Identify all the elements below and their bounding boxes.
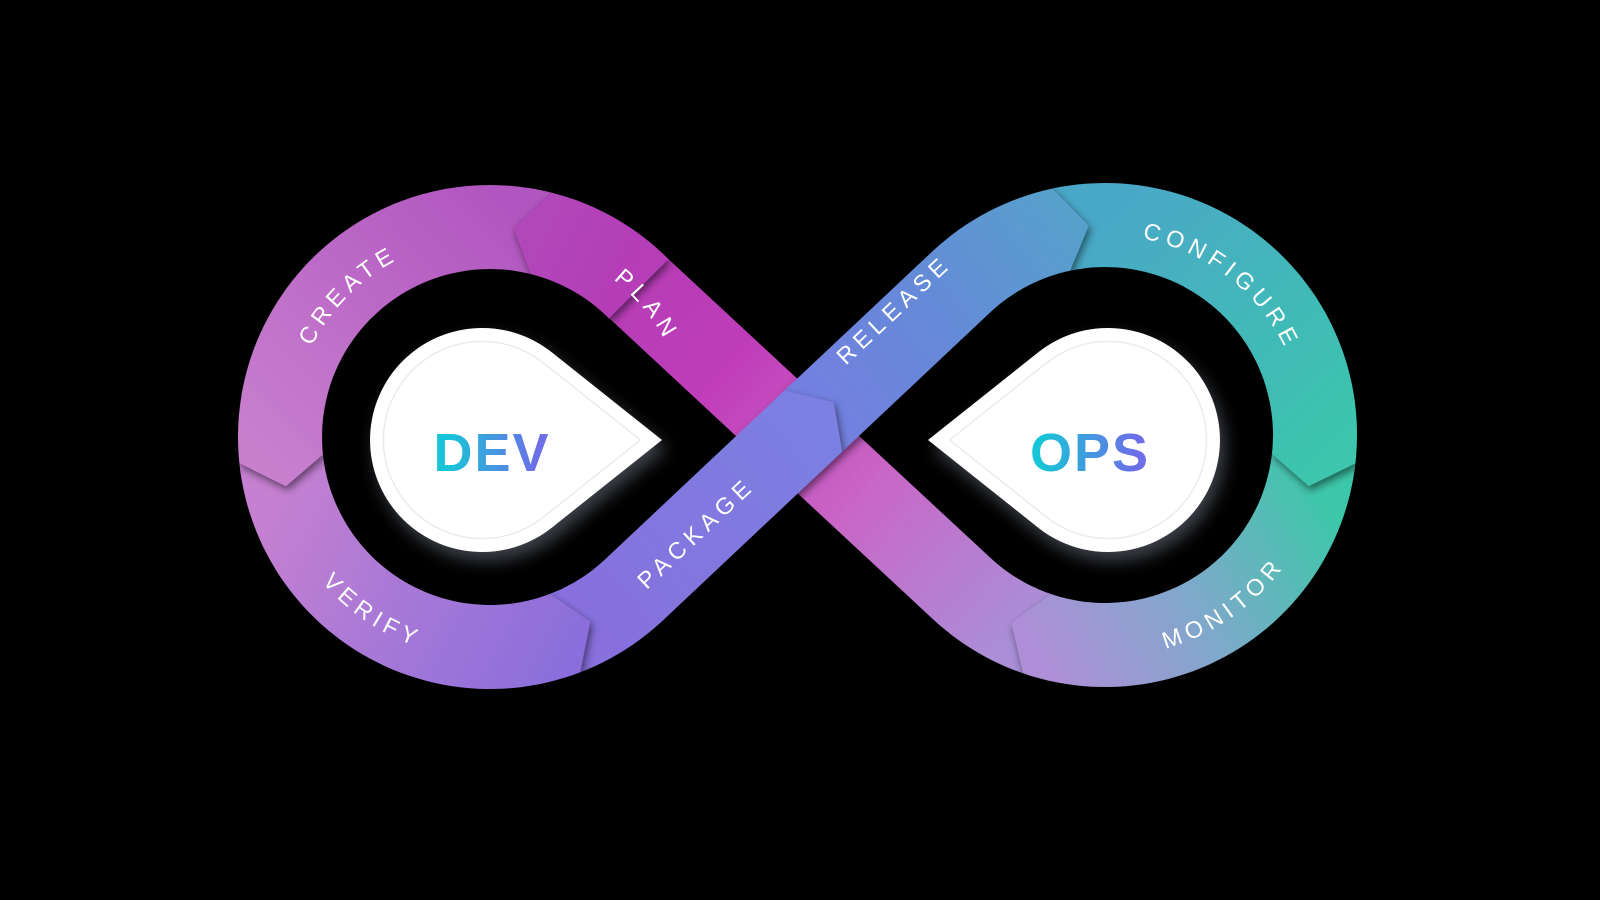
dev-label: DEV <box>433 423 550 483</box>
segment-create <box>238 185 551 487</box>
ops-teardrop-inner-outline <box>948 340 1208 540</box>
segment-plan <box>513 192 669 319</box>
segment-release <box>784 188 1089 452</box>
dev-teardrop <box>370 328 662 552</box>
dev-teardrop-inner-outline <box>382 340 642 540</box>
segment-configure <box>1052 183 1357 487</box>
ops-teardrop <box>928 328 1220 553</box>
ops-label: OPS <box>1030 423 1150 483</box>
segment-verify <box>239 454 591 689</box>
segment-monitor <box>1011 454 1356 687</box>
segment-package <box>550 390 843 673</box>
